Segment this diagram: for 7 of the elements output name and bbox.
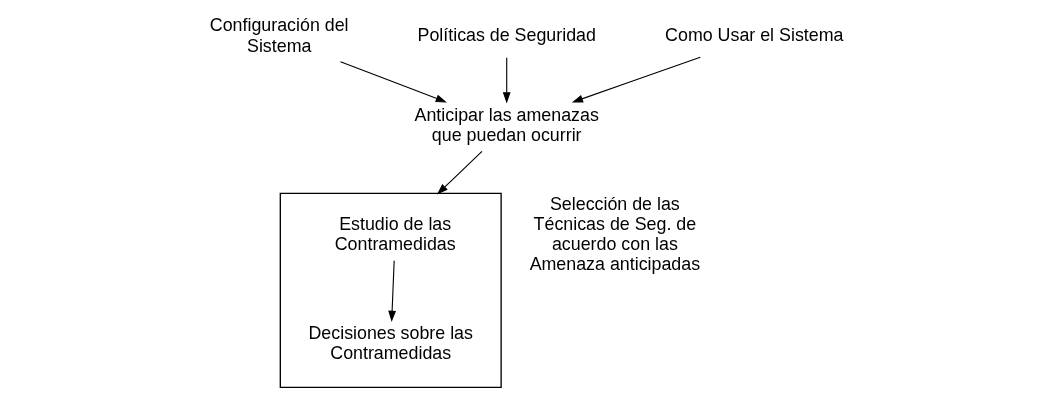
node-text: Estudio de las Contramedidas (334, 213, 456, 254)
node-text: Como Usar el Sistema (665, 25, 844, 46)
node-text: Decisiones sobre las Contramedidas (308, 323, 473, 364)
node-label: Selección de las Técnicas de Seg. de acuerdo con las Amenaza anticipadas (529, 193, 701, 275)
node-text: Anticipar las amenazas que puedan ocurrir (414, 104, 599, 145)
node-text: Políticas de Seguridad (417, 25, 596, 46)
node-text: Configuración del Sistema (209, 15, 349, 56)
